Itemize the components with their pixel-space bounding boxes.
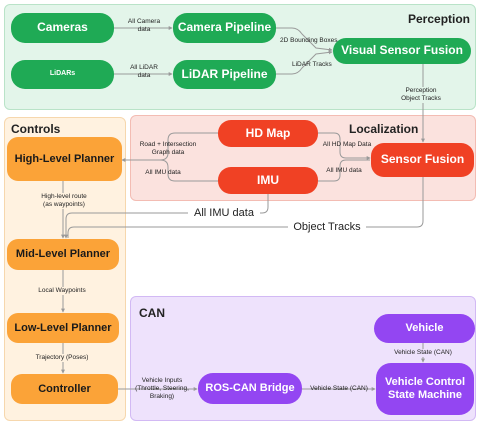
label-road-intersection-graph: Road + Intersection Graph data <box>139 141 197 157</box>
mid-level-planner-node[interactable]: Mid-Level Planner <box>7 239 119 270</box>
label-2d-bounding-boxes: 2D Bounding Boxes <box>280 37 338 44</box>
label-all-imu-data: All IMU data <box>188 207 260 221</box>
ros-can-bridge-node[interactable]: ROS-CAN Bridge <box>198 373 302 404</box>
lidars-node[interactable]: LiDARs <box>11 60 114 89</box>
label-high-level-route: High-level route (as waypoints) <box>36 193 92 210</box>
label-local-waypoints: Local Waypoints <box>30 287 94 296</box>
edge-lidar-pipeline-fusion <box>276 50 333 75</box>
high-level-planner-node[interactable]: High-Level Planner <box>7 137 122 181</box>
edge-imu-high-level-planner <box>159 159 218 182</box>
edge-imu-sensor-fusion <box>318 159 370 182</box>
lidar-pipeline-node[interactable]: LiDAR Pipeline <box>173 60 276 89</box>
localization-title: Localization <box>349 122 419 136</box>
perception-title: Perception <box>408 12 471 26</box>
label-all-camera-data: All Camera data <box>127 18 161 34</box>
label-vehicle-state-top: Vehicle State (CAN) <box>390 349 456 358</box>
vehicle-node[interactable]: Vehicle <box>374 314 475 343</box>
visual-sensor-fusion-node[interactable]: Visual Sensor Fusion <box>333 38 471 64</box>
low-level-planner-node[interactable]: Low-Level Planner <box>7 313 119 343</box>
hd-map-node[interactable]: HD Map <box>218 120 318 147</box>
edge-hdmap-sensor-fusion <box>318 132 371 160</box>
label-trajectory-poses: Trajectory (Poses) <box>30 354 94 363</box>
cameras-node[interactable]: Cameras <box>11 13 114 43</box>
sensor-fusion-node[interactable]: Sensor Fusion <box>371 143 474 177</box>
label-vehicle-state-bottom: Vehicle State (CAN) <box>310 385 368 392</box>
vehicle-control-state-machine-node[interactable]: Vehicle Control State Machine <box>376 363 474 415</box>
label-all-imu-data-right: All IMU data <box>326 167 362 174</box>
imu-node[interactable]: IMU <box>218 167 318 194</box>
controller-node[interactable]: Controller <box>11 374 118 404</box>
label-vehicle-inputs: Vehicle Inputs (Throttle, Steering, Brak… <box>135 377 189 401</box>
controls-title: Controls <box>11 122 61 136</box>
edge-camera-pipeline-fusion <box>276 27 333 52</box>
can-title: CAN <box>139 306 165 320</box>
label-object-tracks: Object Tracks <box>288 221 366 235</box>
label-all-lidar-data: All LiDAR data <box>130 64 158 80</box>
label-perception-object-tracks: Perception Object Tracks <box>395 87 447 104</box>
edge-sensor-fusion-mid-planner <box>67 177 424 238</box>
label-lidar-tracks: LiDAR Tracks <box>292 61 332 68</box>
edge-hdmap-high-level-planner <box>121 132 218 162</box>
label-all-hd-map-data: All HD Map Data <box>322 141 372 148</box>
camera-pipeline-node[interactable]: Camera Pipeline <box>173 13 276 43</box>
edge-imu-mid-planner <box>64 193 269 239</box>
label-all-imu-data-left: All IMU data <box>145 169 181 176</box>
